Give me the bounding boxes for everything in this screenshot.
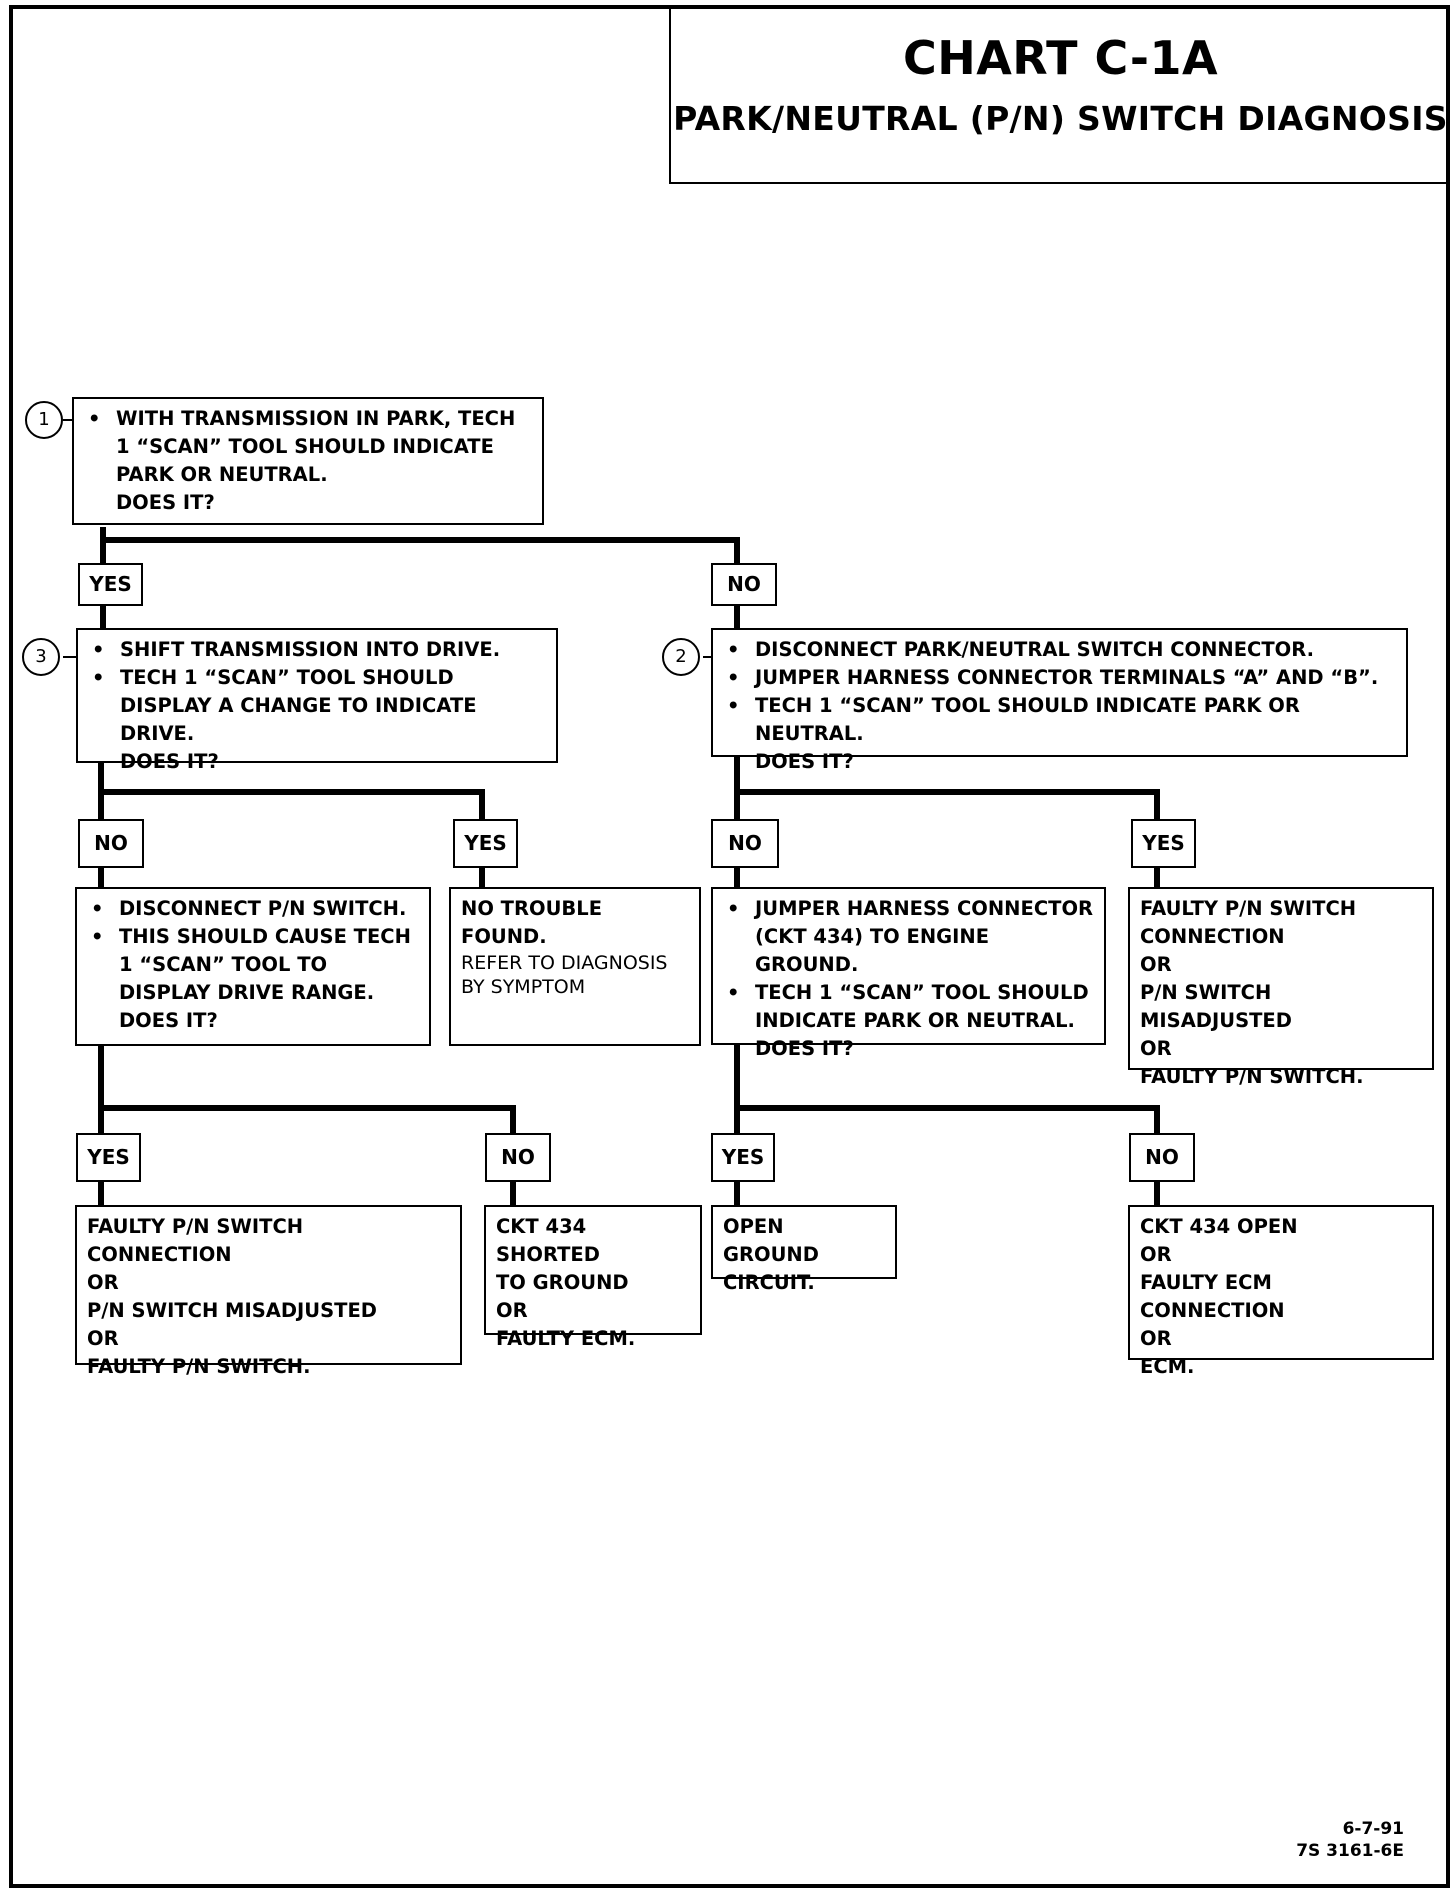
step-4-no-label: NO [485, 1133, 551, 1182]
step-1-box: WITH TRANSMISSION IN PARK, TECH 1 “SCAN”… [72, 397, 544, 525]
step-4-yes-label: YES [76, 1133, 141, 1182]
step-2-no-label: NO [711, 819, 779, 868]
result-line: FAULTY P/N SWITCH CONNECTION [1140, 897, 1357, 948]
bullet-item: DISCONNECT P/N SWITCH. [87, 895, 419, 923]
step-3-no-label: NO [78, 819, 144, 868]
no-trouble-body: REFER TO DIAGNOSIS BY SYMPTOM [461, 952, 668, 998]
step-4-box: DISCONNECT P/N SWITCH. THIS SHOULD CAUSE… [75, 887, 431, 1046]
result-line: OR [1140, 1243, 1172, 1266]
result-line: FAULTY P/N SWITCH. [1140, 1065, 1364, 1088]
step-5-box: JUMPER HARNESS CONNECTOR (CKT 434) TO EN… [711, 887, 1106, 1060]
step-4-question: DOES IT? [119, 1009, 218, 1032]
no-trouble-title: NO TROUBLE FOUND. [461, 897, 603, 948]
step-3-marker: 3 [22, 638, 60, 676]
result-line: FAULTY ECM. [496, 1327, 636, 1350]
result-ckt-434-shorted: CKT 434 SHORTED TO GROUND OR FAULTY ECM. [484, 1205, 702, 1350]
step-5-question: DOES IT? [755, 1037, 854, 1060]
result-line: ECM. [1140, 1355, 1195, 1378]
result-line: CIRCUIT. [723, 1271, 815, 1294]
step-2-box: DISCONNECT PARK/NEUTRAL SWITCH CONNECTOR… [711, 628, 1408, 773]
bullet-item: TECH 1 “SCAN” TOOL SHOULD INDICATE PARK … [723, 979, 1094, 1035]
result-faulty-pn-switch-right: FAULTY P/N SWITCH CONNECTION OR P/N SWIT… [1128, 887, 1434, 1088]
step-2-question: DOES IT? [755, 750, 854, 773]
step-3-box: SHIFT TRANSMISSION INTO DRIVE. TECH 1 “S… [76, 628, 558, 773]
footer-date: 6-7-91 [1342, 1819, 1404, 1839]
result-line: CKT 434 SHORTED [496, 1215, 600, 1266]
result-line: FAULTY ECM CONNECTION [1140, 1271, 1285, 1322]
result-line: OR [496, 1299, 528, 1322]
bullet-item: JUMPER HARNESS CONNECTOR (CKT 434) TO EN… [723, 895, 1094, 979]
step-5-yes-label: YES [711, 1133, 775, 1182]
step-2-marker: 2 [662, 638, 700, 676]
bullet-item: DISCONNECT PARK/NEUTRAL SWITCH CONNECTOR… [723, 636, 1396, 664]
footer-reference: 6-7-91 7S 3161-6E [1296, 1818, 1404, 1862]
result-line: OR [1140, 1037, 1172, 1060]
chart-subtitle: PARK/NEUTRAL (P/N) SWITCH DIAGNOSIS [673, 99, 1448, 138]
result-no-trouble-found: NO TROUBLE FOUND. REFER TO DIAGNOSIS BY … [449, 887, 701, 1046]
step-1-no-label: NO [711, 563, 777, 606]
step-3-question: DOES IT? [120, 750, 219, 773]
step-2-yes-label: YES [1131, 819, 1196, 868]
step-2-bullets: DISCONNECT PARK/NEUTRAL SWITCH CONNECTOR… [723, 636, 1396, 748]
step-4-bullets: DISCONNECT P/N SWITCH. THIS SHOULD CAUSE… [87, 895, 419, 1007]
result-line: TO GROUND [496, 1271, 629, 1294]
result-line: FAULTY P/N SWITCH. [87, 1355, 311, 1378]
result-line: OR [1140, 1327, 1172, 1350]
result-line: OR [87, 1271, 119, 1294]
result-line: P/N SWITCH MISADJUSTED [1140, 981, 1292, 1032]
chart-title: CHART C-1A [902, 31, 1219, 85]
step-5-bullets: JUMPER HARNESS CONNECTOR (CKT 434) TO EN… [723, 895, 1094, 1035]
bullet-item: SHIFT TRANSMISSION INTO DRIVE. [88, 636, 546, 664]
step-3-bullets: SHIFT TRANSMISSION INTO DRIVE. TECH 1 “S… [88, 636, 546, 748]
step-5-no-label: NO [1129, 1133, 1195, 1182]
result-ckt-434-open: CKT 434 OPEN OR FAULTY ECM CONNECTION OR… [1128, 1205, 1434, 1378]
bullet-item: TECH 1 “SCAN” TOOL SHOULD DISPLAY A CHAN… [88, 664, 546, 748]
footer-code: 7S 3161-6E [1296, 1841, 1404, 1861]
result-open-ground-circuit: OPEN GROUND CIRCUIT. [711, 1205, 897, 1294]
bullet-item: WITH TRANSMISSION IN PARK, TECH 1 “SCAN”… [84, 405, 532, 489]
result-line: OPEN GROUND [723, 1215, 819, 1266]
result-line: OR [1140, 953, 1172, 976]
title-block: CHART C-1A PARK/NEUTRAL (P/N) SWITCH DIA… [669, 5, 1450, 184]
result-line: OR [87, 1327, 119, 1350]
page-border [9, 5, 1450, 1888]
result-line: FAULTY P/N SWITCH CONNECTION [87, 1215, 304, 1266]
result-line: P/N SWITCH MISADJUSTED [87, 1299, 377, 1322]
result-line: CKT 434 OPEN [1140, 1215, 1298, 1238]
bullet-item: JUMPER HARNESS CONNECTOR TERMINALS “A” A… [723, 664, 1396, 692]
bullet-item: TECH 1 “SCAN” TOOL SHOULD INDICATE PARK … [723, 692, 1396, 748]
step-1-yes-label: YES [78, 563, 143, 606]
step-1-question: DOES IT? [116, 491, 215, 514]
result-faulty-pn-switch-left: FAULTY P/N SWITCH CONNECTION OR P/N SWIT… [75, 1205, 462, 1378]
bullet-item: THIS SHOULD CAUSE TECH 1 “SCAN” TOOL TO … [87, 923, 419, 1007]
step-1-bullets: WITH TRANSMISSION IN PARK, TECH 1 “SCAN”… [84, 405, 532, 489]
step-3-yes-label: YES [453, 819, 518, 868]
step-1-marker: 1 [25, 401, 63, 439]
